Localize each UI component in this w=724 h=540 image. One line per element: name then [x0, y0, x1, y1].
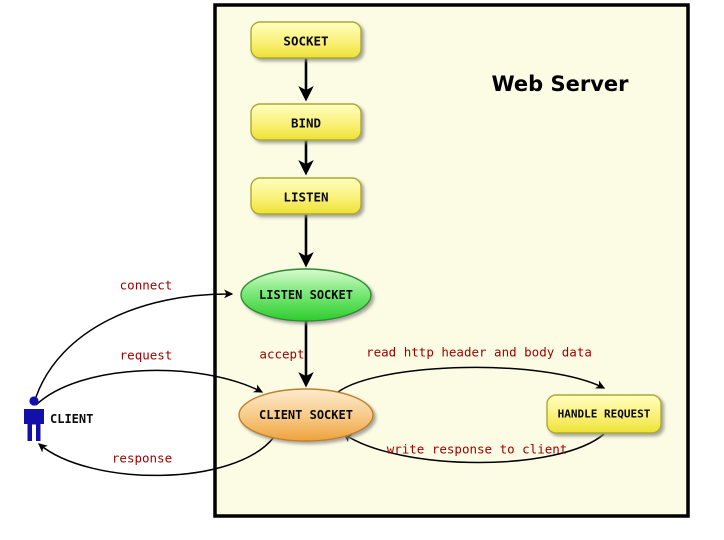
edge-client-socket-to-client: response [37, 436, 275, 477]
node-label-handle-request: HANDLE REQUEST [558, 408, 651, 421]
actor-head-icon [29, 396, 39, 406]
actor-body-icon [24, 409, 44, 441]
node-listen[interactable]: LISTEN [250, 177, 362, 215]
edge-label-request: request [120, 348, 173, 363]
node-listen-socket[interactable]: LISTEN SOCKET [240, 268, 372, 322]
frame-title: Web Server [491, 72, 629, 96]
client-actor-label: CLIENT [50, 412, 93, 426]
node-label-bind: BIND [291, 116, 321, 131]
edge-label-write-response: write response to client [387, 442, 568, 457]
node-label-client-socket: CLIENT SOCKET [259, 408, 353, 422]
node-label-socket: SOCKET [283, 34, 328, 49]
node-socket[interactable]: SOCKET [250, 21, 362, 59]
client-actor[interactable]: CLIENT [24, 396, 93, 441]
edge-client-to-client-socket: request [35, 348, 264, 406]
edge-label-response: response [112, 451, 172, 466]
node-bind[interactable]: BIND [250, 103, 362, 141]
edge-label-read-http: read http header and body data [366, 345, 592, 360]
edge-label-accept: accept [259, 347, 304, 362]
edge-handle-request-to-client-socket: write response to client [342, 433, 605, 464]
edge-client-to-listen-socket: connect [35, 278, 234, 398]
node-label-listen: LISTEN [283, 190, 328, 205]
node-client-socket[interactable]: CLIENT SOCKET [238, 388, 374, 442]
edge-listen-socket-to-client-socket: accept [259, 320, 314, 388]
node-label-listen-socket: LISTEN SOCKET [259, 288, 353, 302]
edge-label-connect: connect [120, 278, 173, 293]
edge-client-socket-to-handle-request: read http header and body data [337, 345, 606, 393]
node-handle-request[interactable]: HANDLE REQUEST [546, 394, 662, 434]
